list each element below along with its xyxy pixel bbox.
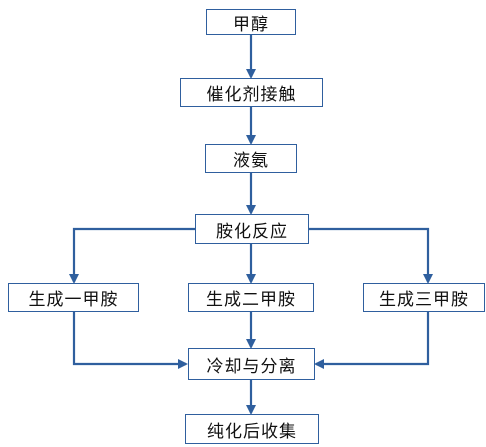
node-catalyst-contact-label: 催化剂接触 bbox=[206, 85, 297, 105]
node-mono: 生成一甲胺 bbox=[8, 283, 139, 312]
node-liquid-ammonia: 液氨 bbox=[205, 144, 297, 173]
arrow-mono-to-cool bbox=[72, 312, 188, 369]
node-di: 生成二甲胺 bbox=[188, 283, 314, 312]
node-di-label: 生成二甲胺 bbox=[206, 290, 296, 310]
node-purify-collect-label: 纯化后收集 bbox=[207, 421, 297, 442]
node-cool-separate-label: 冷却与分离 bbox=[206, 356, 297, 377]
node-methanol: 甲醇 bbox=[206, 9, 296, 35]
arrow-amination-to-tri bbox=[309, 227, 433, 284]
node-catalyst-contact: 催化剂接触 bbox=[180, 78, 323, 107]
arrow-amination-to-mono bbox=[69, 227, 195, 284]
node-liquid-ammonia-label: 液氨 bbox=[233, 151, 269, 171]
node-cool-separate: 冷却与分离 bbox=[188, 348, 315, 380]
node-methanol-label: 甲醇 bbox=[233, 14, 269, 35]
node-amination: 胺化反应 bbox=[195, 214, 309, 244]
node-tri-label: 生成三甲胺 bbox=[379, 290, 469, 310]
node-tri: 生成三甲胺 bbox=[363, 283, 485, 312]
node-mono-label: 生成一甲胺 bbox=[28, 290, 119, 310]
node-amination-label: 胺化反应 bbox=[216, 221, 288, 242]
node-purify-collect: 纯化后收集 bbox=[185, 414, 319, 444]
arrow-tri-to-cool bbox=[314, 312, 430, 369]
